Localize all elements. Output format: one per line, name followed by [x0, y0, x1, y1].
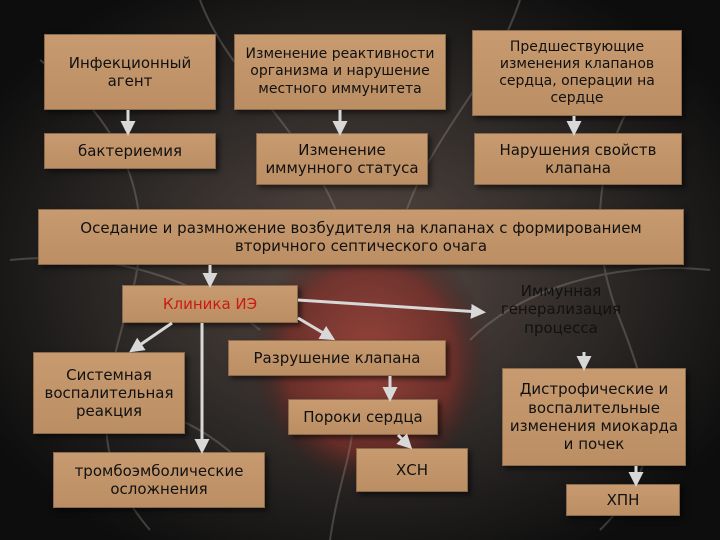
clinic-ie-box: Клиника ИЭ — [122, 285, 298, 323]
valve-destruction-text: Разрушение клапана — [253, 348, 421, 367]
clinic-ie-text: Клиника ИЭ — [162, 294, 258, 313]
chf-box: ХСН — [356, 448, 468, 492]
immune-generalization-text: Иммунная генерализация процесса — [500, 282, 622, 337]
bacteremia-text: бактериемия — [77, 141, 183, 160]
valve-destruction-box: Разрушение клапана — [228, 340, 446, 376]
thromboembolic-text: тромбоэмболические осложнения — [74, 461, 244, 498]
systemic-inflammation-text: Системная воспалительная реакция — [44, 365, 174, 421]
infectious-agent-text: Инфекционный агент — [68, 53, 192, 90]
previous-valve-changes-text: Предшествующие изменения клапанов сердца… — [499, 38, 655, 107]
heart-defects-text: Пороки сердца — [303, 407, 423, 426]
dystrophic-changes-box: Дистрофические и воспалительные изменени… — [502, 368, 686, 466]
infectious-agent-box: Инфекционный агент — [44, 34, 216, 110]
reactivity-change-box: Изменение реактивности организма и наруш… — [234, 34, 446, 110]
immune-status-box: Изменение иммунного статуса — [256, 133, 428, 185]
valve-properties-text: Нарушения свойств клапана — [499, 140, 657, 177]
dystrophic-changes-text: Дистрофические и воспалительные изменени… — [509, 380, 679, 454]
pathogen-settling-box: Оседание и размножение возбудителя на кл… — [38, 209, 684, 265]
ckd-text: ХПН — [606, 490, 640, 509]
chf-text: ХСН — [395, 460, 429, 479]
thromboembolic-box: тромбоэмболические осложнения — [53, 452, 265, 508]
ckd-box: ХПН — [566, 484, 680, 516]
reactivity-change-text: Изменение реактивности организма и наруш… — [245, 46, 435, 97]
heart-defects-box: Пороки сердца — [288, 399, 438, 435]
immune-status-text: Изменение иммунного статуса — [265, 140, 419, 177]
systemic-inflammation-box: Системная воспалительная реакция — [33, 352, 185, 434]
previous-valve-changes-box: Предшествующие изменения клапанов сердца… — [472, 30, 682, 116]
valve-properties-box: Нарушения свойств клапана — [474, 133, 682, 185]
bacteremia-box: бактериемия — [44, 133, 216, 169]
pathogen-settling-text: Оседание и размножение возбудителя на кл… — [80, 218, 642, 255]
